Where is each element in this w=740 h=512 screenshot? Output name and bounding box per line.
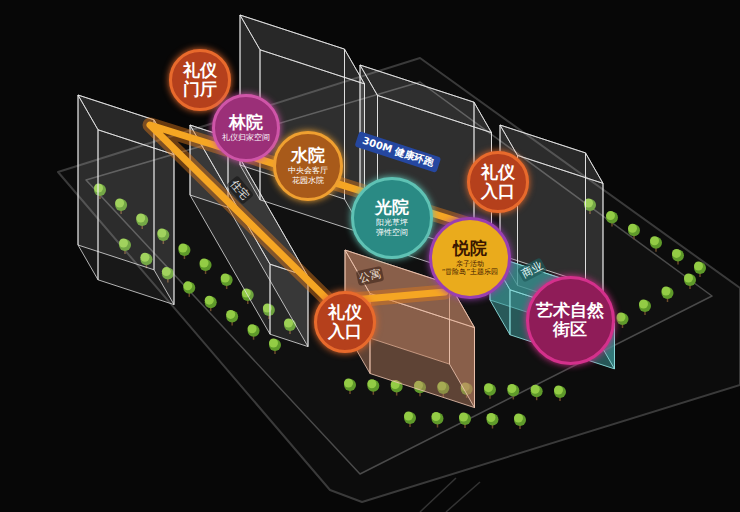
tree-symbol (531, 385, 543, 401)
zone-subtitle: 中央会客厅 花园水院 (288, 166, 329, 186)
tree-symbol (226, 310, 238, 326)
tree-symbol (367, 379, 379, 395)
tree-symbol (554, 386, 566, 402)
tree-symbol (459, 413, 471, 429)
zone-text: 礼仪 入口 (328, 303, 363, 340)
zone-title: 光院 (375, 198, 410, 217)
tree-symbol (650, 236, 662, 252)
road-line (420, 478, 456, 512)
tree-symbol (628, 224, 640, 240)
zone-circle: 水院中央会客厅 花园水院 (273, 131, 343, 201)
zone-circle: 礼仪 入口 (314, 291, 376, 353)
road-outline (58, 58, 740, 502)
zone-subtitle: 阳光草坪 弹性空间 (376, 218, 409, 238)
zone-circle: 艺术自然 街区 (526, 276, 615, 365)
tree-symbol (606, 211, 618, 227)
tree-symbol (178, 244, 190, 260)
zone-title: 艺术自然 街区 (536, 301, 605, 338)
zone-text: 水院中央会客厅 花园水院 (288, 146, 329, 187)
tree-symbol (432, 412, 444, 428)
zone-circle: 悦院亲子活动 “冒险岛”主题乐园 (429, 217, 511, 299)
tree-symbol (487, 413, 499, 429)
building-label: 公寓 (356, 266, 385, 286)
zone-text: 林院礼仪归家空间 (222, 113, 271, 144)
tree-symbol (672, 249, 684, 265)
tree-symbol (183, 281, 195, 297)
tree-symbol (617, 313, 629, 329)
zone-circle: 礼仪 门厅 (169, 49, 231, 111)
zone-text: 艺术自然 街区 (536, 301, 605, 338)
tree-symbol (344, 379, 356, 395)
tree-symbol (205, 296, 217, 312)
tree-symbol (404, 412, 416, 428)
zone-title: 礼仪 入口 (481, 163, 516, 200)
zone-circle: 林院礼仪归家空间 (212, 94, 280, 162)
road-line (446, 482, 480, 512)
tree-symbol (248, 324, 260, 340)
tree-symbol (200, 259, 212, 275)
tree-symbol (639, 300, 651, 316)
tree-symbol (484, 383, 496, 399)
building-label: 住宅 (226, 175, 254, 205)
zone-title: 林院 (229, 113, 264, 132)
tree-symbol (694, 262, 706, 278)
zone-subtitle: 亲子活动 “冒险岛”主题乐园 (441, 260, 499, 278)
zone-circle: 光院阳光草坪 弹性空间 (351, 177, 433, 259)
site-curb (86, 82, 712, 474)
path-label: 300M 健康环跑 (354, 131, 441, 173)
zone-text: 礼仪 门厅 (183, 61, 218, 98)
zone-circle: 礼仪 入口 (467, 151, 529, 213)
zone-subtitle: 礼仪归家空间 (222, 133, 271, 143)
zone-title: 礼仪 门厅 (183, 61, 218, 98)
building-label: 商业 (517, 257, 547, 282)
tree-symbol (269, 339, 281, 355)
tree-symbol (684, 274, 696, 290)
zone-title: 水院 (291, 146, 326, 165)
commercial-block (490, 255, 615, 369)
tree-symbol (662, 287, 674, 303)
tree-symbol (514, 414, 526, 430)
zone-text: 礼仪 入口 (481, 163, 516, 200)
tree-symbol (221, 274, 233, 290)
zone-title: 礼仪 入口 (328, 303, 363, 340)
tree-symbol (507, 384, 519, 400)
zone-text: 悦院亲子活动 “冒险岛”主题乐园 (441, 239, 499, 277)
zone-text: 光院阳光草坪 弹性空间 (375, 198, 410, 239)
zone-title: 悦院 (453, 239, 488, 258)
